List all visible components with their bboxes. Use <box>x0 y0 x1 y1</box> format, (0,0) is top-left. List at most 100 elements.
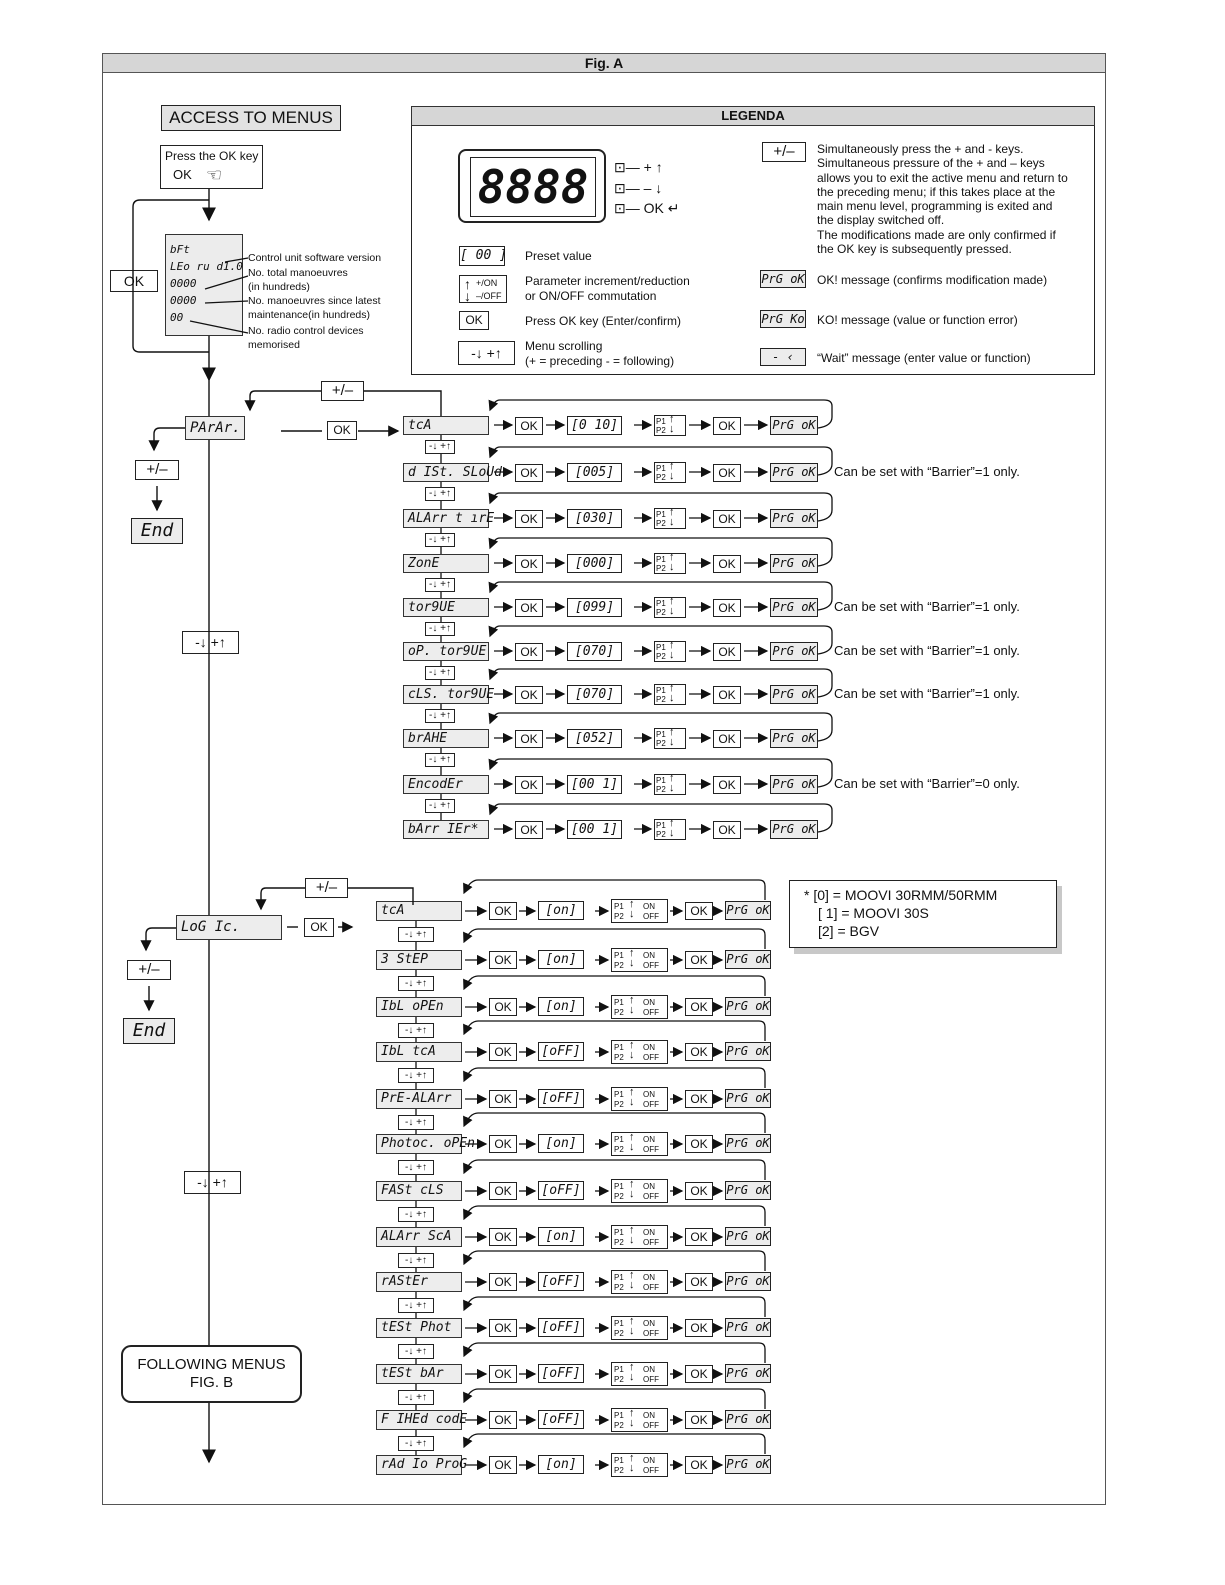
logic-row-9-off: OFF <box>643 1329 659 1338</box>
figure-title: Fig. A <box>102 53 1106 73</box>
param-row-1-prgok: PrG oK <box>770 463 818 482</box>
logic-row-11-p2: P2 <box>614 1421 624 1430</box>
legend-plusminus-symbol: +/– <box>762 142 806 162</box>
param-row-0-ok2: OK <box>713 417 741 435</box>
logic-row-2-prgok: PrG oK <box>725 997 771 1016</box>
logic-row-11-name: F IHEd codE <box>376 1410 467 1430</box>
logic-row-6-p1: P1 <box>614 1182 624 1191</box>
logic-scroll-symbol: -↓ +↑ <box>184 1171 241 1194</box>
legend-ok-symbol: OK <box>459 311 489 330</box>
param-row-7-ok: OK <box>515 730 543 748</box>
param-row-1-ok2: OK <box>713 464 741 482</box>
param-row-4-note: Can be set with “Barrier”=1 only. <box>834 599 1020 614</box>
down-arrow-icon: ↓ <box>629 1141 635 1153</box>
param-row-3-ok: OK <box>515 555 543 573</box>
press-ok-box: Press the OK key OK ☜ <box>160 145 263 189</box>
logic-row-7-ok: OK <box>489 1228 517 1246</box>
param-row-9-prgok: PrG oK <box>770 820 818 839</box>
logic-row-11-scroll: -↓ +↑ <box>398 1436 434 1451</box>
logic-row-6-on: ON <box>643 1182 655 1191</box>
logic-row-3-p1: P1 <box>614 1043 624 1052</box>
param-row-7-scroll: -↓ +↑ <box>425 753 455 767</box>
param-row-5-ok2: OK <box>713 643 741 661</box>
param-row-6-note: Can be set with “Barrier”=1 only. <box>834 686 1020 701</box>
up-arrow-icon: ↑ <box>669 682 675 694</box>
param-row-7-ok2: OK <box>713 730 741 748</box>
logic-row-5-scroll: -↓ +↑ <box>398 1160 434 1175</box>
param-row-3-prgok: PrG oK <box>770 554 818 573</box>
down-arrow-icon: ↓ <box>669 827 675 839</box>
logic-row-2-off: OFF <box>643 1008 659 1017</box>
legend-display-digits: 8888 <box>470 157 596 217</box>
logic-row-5-p1: P1 <box>614 1135 624 1144</box>
param-row-3-value: [000] <box>567 554 622 573</box>
param-row-6-prgok: PrG oK <box>770 685 818 704</box>
access-menus-title: ACCESS TO MENUS <box>161 105 341 131</box>
param-row-4-p1: P1 <box>656 599 666 608</box>
logic-row-12-name: rAd Io ProG <box>376 1455 467 1475</box>
param-row-0-p2: P2 <box>656 426 666 435</box>
logic-row-11-prgok: PrG oK <box>725 1410 771 1429</box>
logic-row-1-scroll: -↓ +↑ <box>398 976 434 991</box>
param-row-7-p1: P1 <box>656 730 666 739</box>
footnote-line-0: * [0] = MOOVI 30RMM/50RMM <box>804 887 998 903</box>
param-row-5-note: Can be set with “Barrier”=1 only. <box>834 643 1020 658</box>
logic-row-7-scroll: -↓ +↑ <box>398 1253 434 1268</box>
param-row-4-ok: OK <box>515 599 543 617</box>
logic-row-8-prgok: PrG oK <box>725 1272 771 1291</box>
logic-row-10-on: ON <box>643 1365 655 1374</box>
logic-row-4-off: OFF <box>643 1100 659 1109</box>
logic-row-10-ok: OK <box>489 1365 517 1383</box>
param-row-8-p1: P1 <box>656 776 666 785</box>
logic-row-5-prgok: PrG oK <box>725 1134 771 1153</box>
legend-pm-line-3: the preceding menu; if this takes place … <box>817 184 1056 199</box>
param-row-5-p1: P1 <box>656 643 666 652</box>
logic-row-7-p2: P2 <box>614 1238 624 1247</box>
logic-row-10-p2: P2 <box>614 1375 624 1384</box>
logic-row-5-off: OFF <box>643 1145 659 1154</box>
legend-wait-symbol: - ‹ <box>760 348 806 366</box>
logic-row-3-prgok: PrG oK <box>725 1042 771 1061</box>
logic-row-8-p1: P1 <box>614 1273 624 1282</box>
param-row-2-ok: OK <box>515 510 543 528</box>
logic-row-8-ok: OK <box>489 1273 517 1291</box>
param-row-8-scroll: -↓ +↑ <box>425 799 455 813</box>
param-row-8-value: [00 1] <box>567 775 622 794</box>
legend-pm-line-1: Simultaneous pressure of the + and – key… <box>817 156 1045 171</box>
legend-ok-text: Press OK key (Enter/confirm) <box>525 314 682 328</box>
logic-row-9-scroll: -↓ +↑ <box>398 1344 434 1359</box>
down-arrow-icon: ↓ <box>669 736 675 748</box>
param-row-5-p2: P2 <box>656 652 666 661</box>
param-row-0-prgok: PrG oK <box>770 416 818 435</box>
logic-row-7-value: [on] <box>538 1227 584 1246</box>
logic-row-4-on: ON <box>643 1090 655 1099</box>
legend-preset-text: Preset value <box>525 249 592 263</box>
param-plusminus-top: +/– <box>321 381 364 401</box>
logic-row-2-name: IbL oPEn <box>376 997 462 1017</box>
down-arrow-icon: ↓ <box>669 782 675 794</box>
logic-menu-label: LoG Ic. <box>176 915 282 940</box>
up-arrow-icon: ↑ <box>629 1315 635 1327</box>
logic-row-12-value: [on] <box>538 1455 584 1474</box>
logic-row-6-p2: P2 <box>614 1192 624 1201</box>
display-line-1: LEo ru d1.0 <box>170 260 243 273</box>
logic-row-8-off: OFF <box>643 1283 659 1292</box>
param-row-6-ok2: OK <box>713 686 741 704</box>
logic-row-12-off: OFF <box>643 1466 659 1475</box>
legend-incr-symbol: ↑+/ON ↓–/OFF <box>459 275 507 304</box>
legend-incr-text1: Parameter increment/reduction <box>525 274 690 288</box>
logic-row-0-name: tcA <box>376 901 462 921</box>
up-arrow-icon: ↑ <box>669 639 675 651</box>
logic-row-9-name: tESt Phot <box>376 1318 462 1338</box>
param-row-0-value: [0 10] <box>567 416 622 435</box>
logic-row-10-value: [oFF] <box>538 1364 584 1383</box>
down-arrow-icon: ↓ <box>669 692 675 704</box>
param-row-6-scroll: -↓ +↑ <box>425 709 455 723</box>
